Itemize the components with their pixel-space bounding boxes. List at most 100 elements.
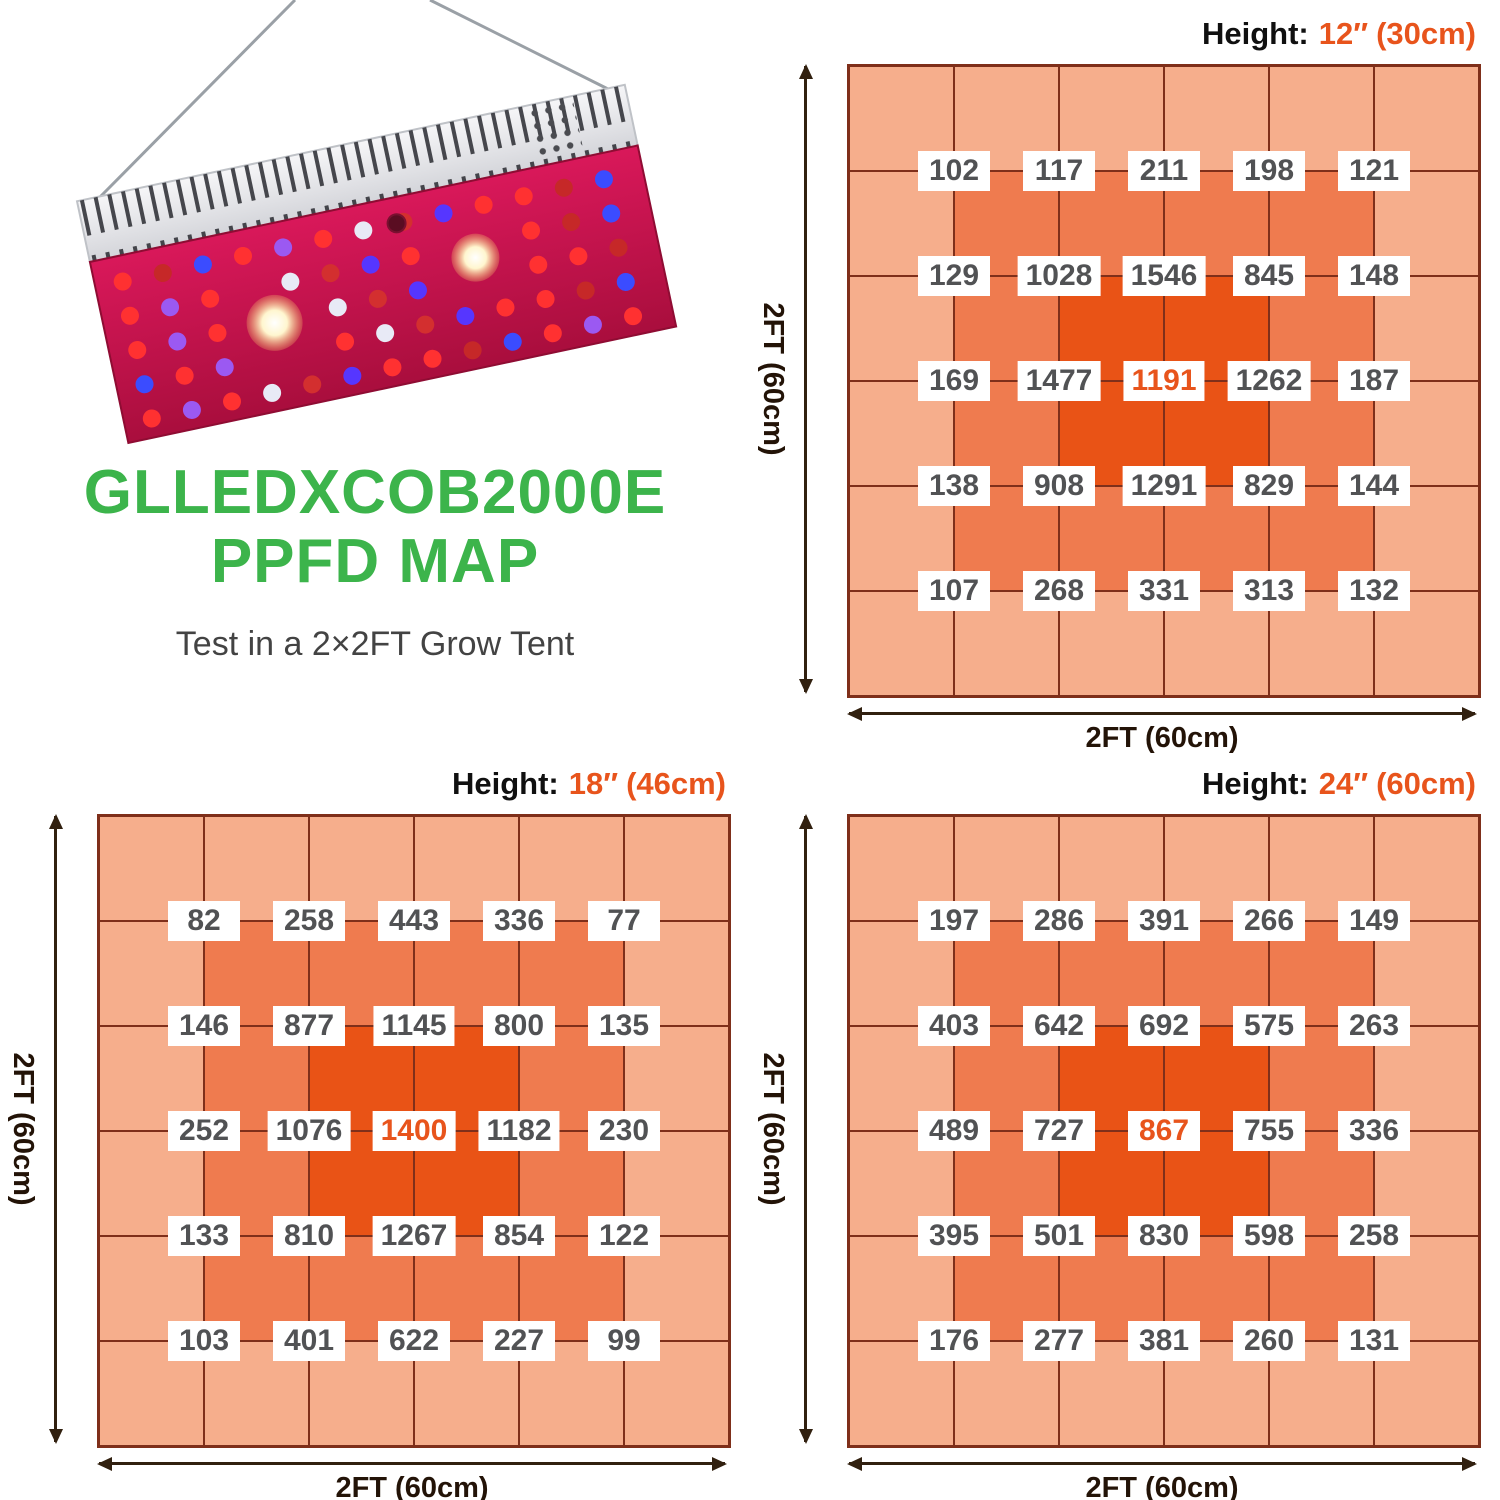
ppfd-value: 1262 bbox=[1227, 361, 1311, 401]
ppfd-value: 575 bbox=[1233, 1006, 1305, 1046]
ppfd-value: 227 bbox=[483, 1321, 555, 1361]
ppfd-value: 1400 bbox=[372, 1111, 456, 1151]
y-axis-label: 2FT (60cm) bbox=[757, 1052, 789, 1206]
led-dot bbox=[314, 229, 333, 248]
led-dot bbox=[624, 307, 643, 326]
led-dot bbox=[263, 383, 282, 402]
led-dot bbox=[328, 298, 347, 317]
intro-section: GLLEDXCOB2000E PPFD MAP Test in a 2×2FT … bbox=[0, 0, 750, 750]
led-dot bbox=[182, 400, 201, 419]
led-dot bbox=[583, 315, 602, 334]
ppfd-value: 331 bbox=[1128, 571, 1200, 611]
ppfd-value: 336 bbox=[1338, 1111, 1410, 1151]
ppfd-value: 830 bbox=[1128, 1216, 1200, 1256]
housing-vents bbox=[77, 84, 638, 262]
chart-title: Height:18″(46cm) bbox=[452, 766, 726, 802]
led-dot bbox=[354, 221, 373, 240]
chart-title: Height: 12″(30cm) bbox=[1202, 16, 1476, 52]
led-dot bbox=[368, 289, 387, 308]
led-dot bbox=[576, 281, 595, 300]
ppfd-value: 260 bbox=[1233, 1321, 1305, 1361]
ppfd-value: 77 bbox=[588, 901, 660, 941]
led-dot bbox=[514, 187, 533, 206]
branding-block: GLLEDXCOB2000E PPFD MAP Test in a 2×2FT … bbox=[0, 458, 750, 664]
led-dot bbox=[321, 264, 340, 283]
ppfd-value: 391 bbox=[1128, 901, 1200, 941]
ppfd-value: 277 bbox=[1023, 1321, 1095, 1361]
led-dot bbox=[161, 298, 180, 317]
led-dot bbox=[463, 341, 482, 360]
ppfd-value: 1028 bbox=[1017, 256, 1101, 296]
ppfd-value: 211 bbox=[1128, 151, 1200, 191]
ppfd-value: 187 bbox=[1338, 361, 1410, 401]
led-dot bbox=[336, 332, 355, 351]
ppfd-value: 755 bbox=[1233, 1111, 1305, 1151]
height-label: Height: bbox=[451, 766, 559, 801]
ppfd-value: 642 bbox=[1023, 1006, 1095, 1046]
ppfd-value: 99 bbox=[588, 1321, 660, 1361]
ppfd-value: 1076 bbox=[267, 1111, 351, 1151]
led-dot bbox=[361, 255, 380, 274]
cob-led bbox=[451, 233, 500, 282]
led-dot bbox=[423, 349, 442, 368]
housing-perforation bbox=[528, 101, 585, 163]
led-dot bbox=[234, 246, 253, 265]
x-axis-label: 2FT (60cm) bbox=[1085, 722, 1239, 754]
y-axis-label: 2FT (60cm) bbox=[757, 302, 789, 456]
led-dot bbox=[142, 409, 161, 428]
panel-sensor bbox=[386, 213, 407, 234]
ppfd-value: 258 bbox=[273, 901, 345, 941]
ppfd-value: 230 bbox=[588, 1111, 660, 1151]
ppfd-value: 252 bbox=[168, 1111, 240, 1151]
ppfd-value: 146 bbox=[168, 1006, 240, 1046]
ppfd-value: 132 bbox=[1338, 571, 1410, 611]
led-dot bbox=[303, 375, 322, 394]
led-dot bbox=[193, 255, 212, 274]
hanging-wires bbox=[98, 0, 611, 199]
ppfd-value: 336 bbox=[483, 901, 555, 941]
ppfd-value: 198 bbox=[1233, 151, 1305, 191]
ppfd-value: 800 bbox=[483, 1006, 555, 1046]
height-value: 24″ bbox=[1318, 766, 1369, 801]
ppfd-value: 169 bbox=[918, 361, 990, 401]
led-dot bbox=[616, 272, 635, 291]
ppfd-value: 845 bbox=[1233, 256, 1305, 296]
vertical-dimension-arrow bbox=[798, 64, 813, 694]
chart-title: Height:24″(60cm) bbox=[1202, 766, 1476, 802]
ppfd-value: 908 bbox=[1023, 466, 1095, 506]
x-axis-label: 2FT (60cm) bbox=[335, 1472, 489, 1500]
led-dot bbox=[376, 324, 395, 343]
ppfd-value: 102 bbox=[918, 151, 990, 191]
height-label: Height: bbox=[1201, 16, 1309, 51]
height-unit: (46cm) bbox=[626, 766, 726, 801]
led-dot bbox=[496, 298, 515, 317]
ppfd-value: 692 bbox=[1128, 1006, 1200, 1046]
ppfd-value: 82 bbox=[168, 901, 240, 941]
ppfd-value: 121 bbox=[1338, 151, 1410, 191]
led-dot bbox=[408, 281, 427, 300]
led-dot bbox=[128, 341, 147, 360]
led-dot bbox=[215, 358, 234, 377]
led-dot bbox=[474, 195, 493, 214]
ppfd-value: 263 bbox=[1338, 1006, 1410, 1046]
ppfd-value: 598 bbox=[1233, 1216, 1305, 1256]
height-label: Height: bbox=[1201, 766, 1309, 801]
ppfd-value: 266 bbox=[1233, 901, 1305, 941]
ppfd-value: 854 bbox=[483, 1216, 555, 1256]
cob-led bbox=[246, 294, 303, 351]
ppfd-value: 135 bbox=[588, 1006, 660, 1046]
vertical-dimension-arrow bbox=[48, 814, 63, 1444]
ppfd-value: 131 bbox=[1338, 1321, 1410, 1361]
horizontal-dimension-arrow bbox=[847, 1456, 1477, 1471]
ppfd-value: 117 bbox=[1023, 151, 1095, 191]
height-value: 12″ bbox=[1318, 16, 1369, 51]
ppfd-value: 622 bbox=[378, 1321, 450, 1361]
height-unit: (30cm) bbox=[1376, 16, 1476, 51]
led-dot bbox=[168, 332, 187, 351]
ppfd-value: 489 bbox=[918, 1111, 990, 1151]
led-dot bbox=[113, 272, 132, 291]
